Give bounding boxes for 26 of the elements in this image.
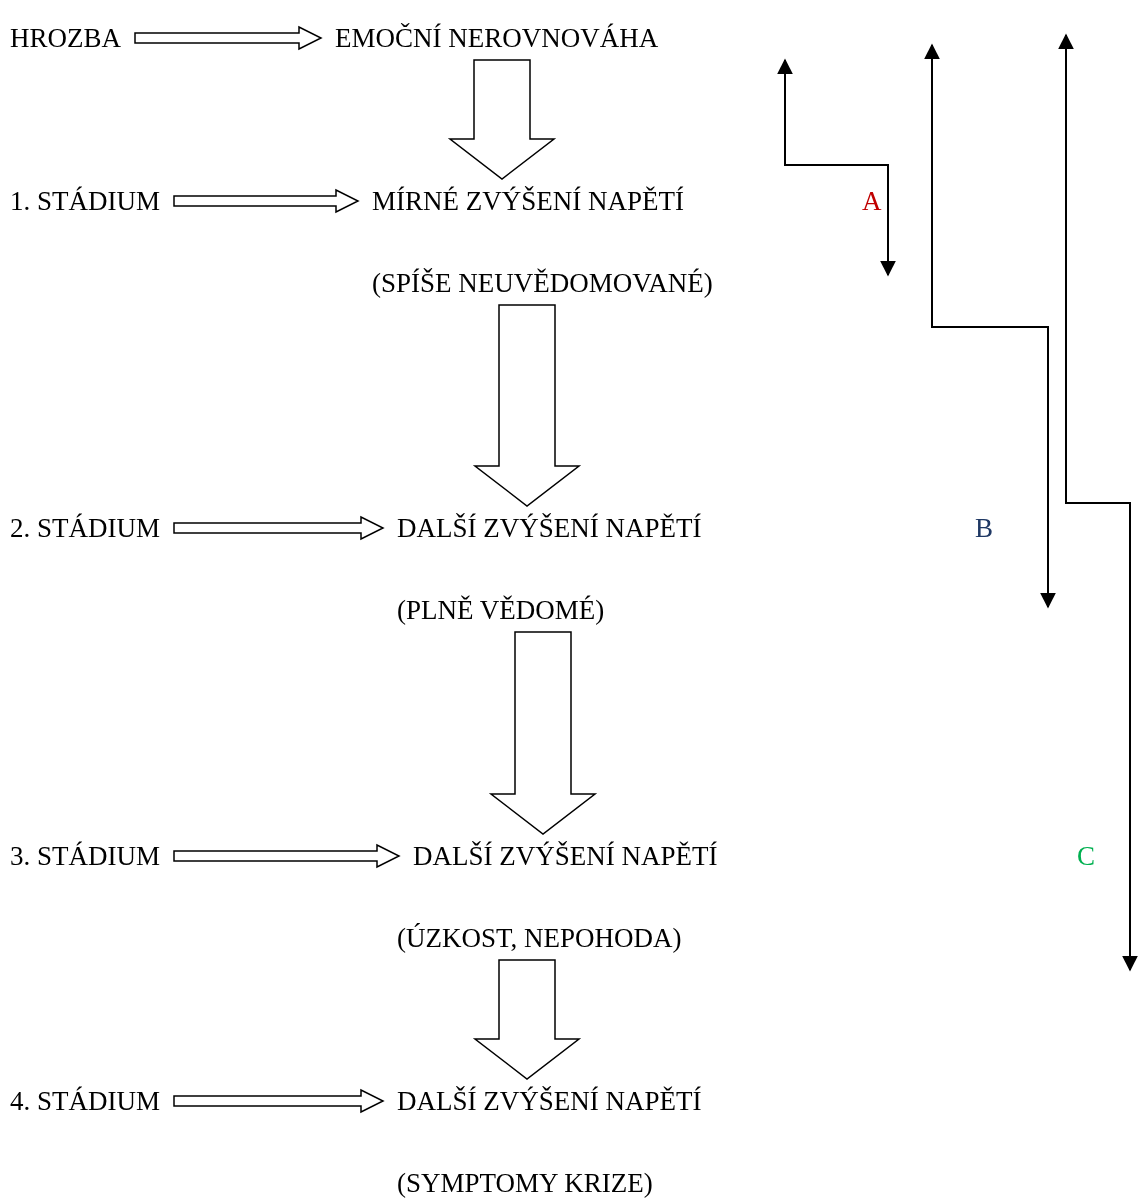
path-letter: B <box>975 512 993 544</box>
node-text: DALŠÍ ZVÝŠENÍ NAPĚTÍ <box>413 840 718 872</box>
node-subtext: (SYMPTOMY KRIZE) <box>397 1167 654 1199</box>
node-text: DALŠÍ ZVÝŠENÍ NAPĚTÍ <box>397 512 702 544</box>
node-subtext: (ÚZKOST, NEPOHODA) <box>397 922 683 954</box>
block-arrow <box>173 843 401 869</box>
node-text: MÍRNÉ ZVÝŠENÍ NAPĚTÍ <box>372 185 685 217</box>
block-arrow <box>472 959 582 1080</box>
node-text: 2. STÁDIUM <box>10 512 160 544</box>
node-text: 4. STÁDIUM <box>10 1085 160 1117</box>
path-letter: A <box>862 185 882 217</box>
block-arrow <box>173 515 385 541</box>
block-arrow <box>447 59 557 180</box>
node-text: 1. STÁDIUM <box>10 185 160 217</box>
path-letter: C <box>1077 840 1095 872</box>
node-text: EMOČNÍ NEROVNOVÁHA <box>335 22 659 54</box>
node-subtext: (SPÍŠE NEUVĚDOMOVANÉ) <box>372 267 713 299</box>
block-arrow <box>173 188 360 214</box>
node-text: DALŠÍ ZVÝŠENÍ NAPĚTÍ <box>397 1085 702 1117</box>
block-arrow <box>173 1088 385 1114</box>
node-text: 3. STÁDIUM <box>10 840 160 872</box>
block-arrow <box>488 631 598 835</box>
block-arrow <box>472 304 582 507</box>
node-text: HROZBA <box>10 22 121 54</box>
block-arrow <box>134 25 323 51</box>
node-subtext: (PLNĚ VĚDOMÉ) <box>397 594 606 626</box>
